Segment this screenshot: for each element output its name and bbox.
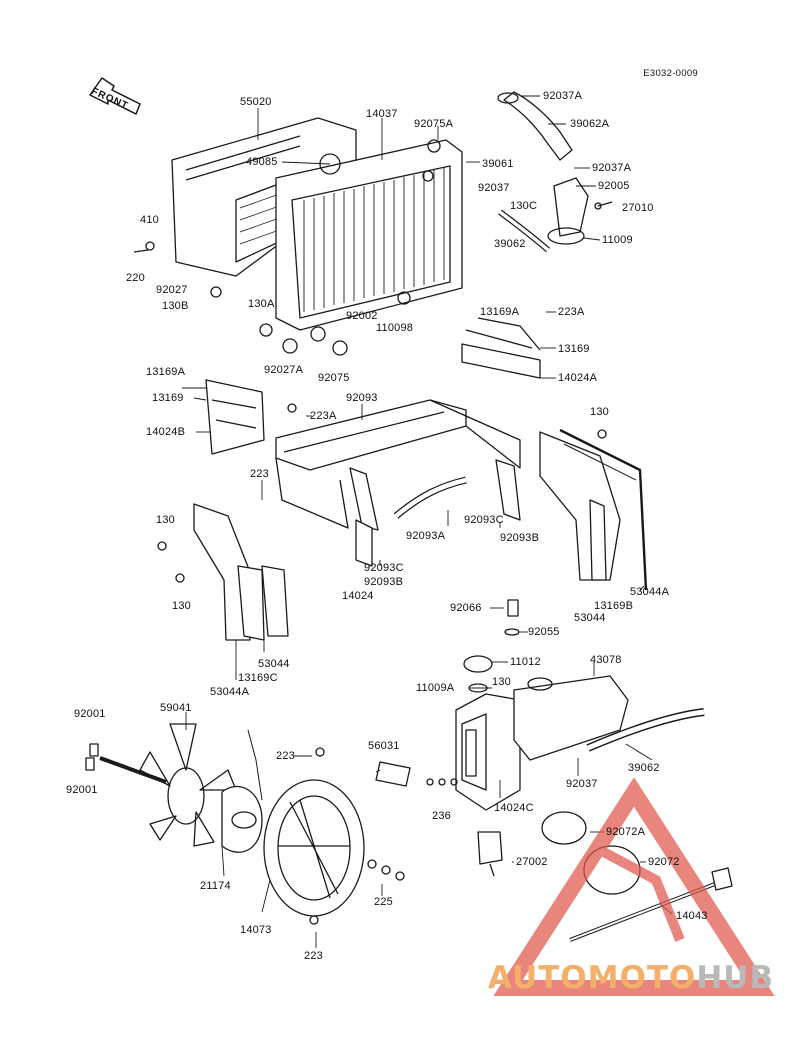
- part-label: 13169A: [146, 366, 186, 378]
- part-label: 39062: [494, 238, 526, 250]
- radiator-core: [275, 139, 463, 342]
- part-label: 92066: [450, 602, 482, 614]
- part-label: 14024B: [146, 426, 186, 438]
- part-label: 13169A: [480, 306, 520, 318]
- part-label: 223A: [310, 410, 337, 422]
- part-label: 13169: [558, 343, 590, 355]
- part-label: 92027A: [264, 364, 304, 376]
- part-label: 110098: [376, 322, 414, 334]
- part-label: 92002: [346, 310, 378, 322]
- part-label: 92072: [648, 856, 680, 868]
- part-label: 53044A: [210, 686, 250, 698]
- part-label: 49085: [246, 156, 278, 168]
- part-label: 92093C: [364, 562, 404, 574]
- part-label: 223A: [558, 306, 585, 318]
- part-label: 410: [140, 214, 159, 226]
- part-label: 130A: [248, 298, 275, 310]
- part-label: 220: [126, 272, 145, 284]
- watermark-part-1: AUTOMOTO: [487, 960, 697, 996]
- part-label: 236: [432, 810, 451, 822]
- part-label: 13169B: [594, 600, 634, 612]
- part-label: 27002: [516, 856, 548, 868]
- part-label: 225: [374, 896, 393, 908]
- part-label: 11012: [510, 656, 541, 668]
- part-label: 130: [156, 514, 175, 526]
- part-label: 11009: [602, 234, 633, 246]
- part-label: 53044A: [630, 586, 670, 598]
- part-label: 92005: [598, 180, 630, 192]
- part-label: 14037: [366, 108, 398, 120]
- lower-frame: [275, 399, 521, 529]
- part-label: 92093A: [406, 530, 446, 542]
- part-label: 14024C: [494, 802, 534, 814]
- part-label: 53044: [258, 658, 290, 670]
- part-label: 223: [304, 950, 323, 962]
- part-label: 43078: [590, 654, 622, 666]
- part-label: 92093B: [364, 576, 404, 588]
- part-label: 92055: [528, 626, 560, 638]
- part-label: 92093B: [500, 532, 540, 544]
- watermark-triangle-icon: [493, 777, 775, 996]
- part-label: 14024A: [558, 372, 598, 384]
- reserve-tank: [455, 675, 629, 811]
- watermark-text: AUTOMOTOHUB: [470, 960, 792, 996]
- part-label: 92072A: [606, 826, 646, 838]
- part-label: 92001: [66, 784, 98, 796]
- cooling-fan: [99, 723, 237, 847]
- part-label: 92093C: [464, 514, 504, 526]
- part-label: 92027: [156, 284, 188, 296]
- upper-hose: [503, 91, 573, 161]
- part-label: 13169C: [238, 672, 278, 684]
- part-label: 130: [590, 406, 609, 418]
- watermark-part-2: HUB: [696, 960, 775, 996]
- part-label: 223: [276, 750, 295, 762]
- part-label: 39062: [628, 762, 660, 774]
- part-label: 11009A: [416, 682, 455, 694]
- part-label: 27010: [622, 202, 654, 214]
- part-label: 92037: [478, 182, 510, 194]
- part-label: 14043: [676, 910, 708, 922]
- part-label: 14073: [240, 924, 272, 936]
- part-label: 39061: [482, 158, 514, 170]
- part-label: 92075: [318, 372, 350, 384]
- part-label: 55020: [240, 96, 272, 108]
- part-label: 130: [492, 676, 511, 688]
- part-label: 92075A: [414, 118, 454, 130]
- part-label: 14024: [342, 590, 374, 602]
- part-label: 92093: [346, 392, 378, 404]
- part-label: 92037A: [543, 90, 583, 102]
- part-label: 92001: [74, 708, 106, 720]
- part-label: 92037A: [592, 162, 632, 174]
- part-label: 13169: [152, 392, 184, 404]
- part-label: 130: [172, 600, 191, 612]
- part-label: 56031: [368, 740, 400, 752]
- part-label: 92037: [566, 778, 598, 790]
- front-arrow-icon: [89, 77, 141, 115]
- part-label: 130C: [510, 200, 538, 212]
- part-label: 21174: [200, 880, 231, 892]
- part-label: 53044: [574, 612, 606, 624]
- part-label: 59041: [160, 702, 192, 714]
- part-label: 130B: [162, 300, 189, 312]
- part-label: 39062A: [570, 118, 610, 130]
- drawing-code: E3032-0009: [643, 68, 698, 79]
- part-label: 223: [250, 468, 269, 480]
